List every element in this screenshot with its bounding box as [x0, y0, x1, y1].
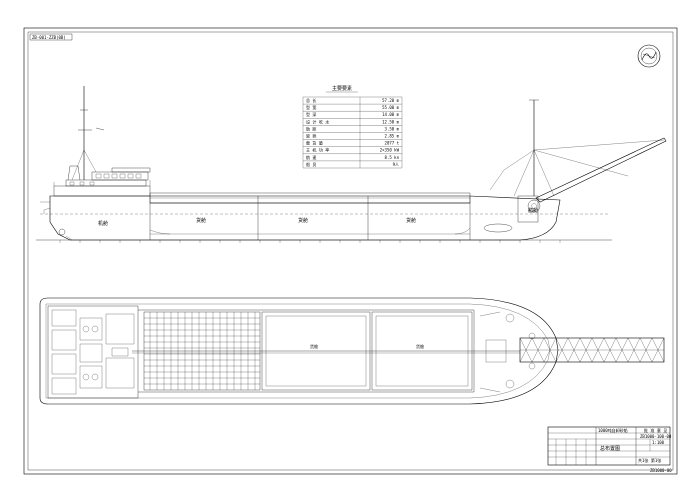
aft-accommodation [47, 305, 139, 399]
particular-label: 型 宽 [306, 104, 316, 110]
particular-value: 2×350 kW [380, 148, 400, 153]
title-block: 1000吨自卸砂船 批 准 意 见 ZB1000-100-00 总布置图 共1张… [547, 426, 672, 473]
outer-frame [23, 27, 678, 475]
hatch-covers [143, 311, 261, 391]
sheet-count: 共1张 第1张 [638, 457, 661, 463]
compartment-label: 货舱 [406, 217, 416, 224]
scale-note: 1:100 [652, 440, 665, 445]
particular-label: 肋 距 [306, 125, 316, 131]
compartment-label: 机舱 [98, 220, 108, 227]
boom-truss [519, 337, 665, 363]
company-seal-icon [637, 44, 661, 68]
bow-crane [483, 99, 667, 233]
compartment-label: 货舱 [416, 343, 424, 349]
compartment-label: 货舱 [310, 343, 318, 349]
particular-label: 船 员 [306, 161, 316, 167]
particular-value: 12.50 m [382, 119, 399, 124]
hull-profile [49, 195, 561, 241]
frame-ticks [59, 240, 561, 243]
particular-label: 设 计 吃 水 [306, 118, 329, 124]
approval-label: 批 准 意 见 [644, 427, 667, 433]
aft-superstructure [40, 86, 151, 241]
particular-value: 2077 t [385, 141, 400, 146]
particular-label: 主 机 功 率 [306, 147, 329, 153]
table-title: 主要要素 [332, 85, 352, 92]
compartment-label: 艏舱 [528, 207, 538, 214]
corner-tag-text: ZB-001-ZZB(0B) [32, 35, 66, 40]
side-elevation: 机舱 货舱 货舱 货舱 艏舱 [36, 86, 667, 243]
compartment-label: 货舱 [196, 217, 206, 224]
corner-tag: ZB-001-ZZB(0B) [29, 33, 73, 41]
particular-label: 载 货 量 [306, 140, 323, 146]
drawing-number: ZB1000-100-00 [640, 434, 672, 439]
deck-plan: 货舱 货舱 [39, 297, 665, 405]
particular-value: 2.85 m [385, 134, 400, 139]
particular-value: 9人 [393, 162, 399, 167]
particular-value: 57.20 m [382, 98, 399, 103]
particular-label: 航 速 [306, 154, 316, 160]
footer-code: ZB1000-00 [650, 468, 672, 473]
particulars-table: 主要要素 总 长 57.20 m 型 宽 55.00 m 型 深 14.00 m 设 计 吃… [302, 85, 403, 169]
project-name: 1000吨自卸砂船 [598, 427, 628, 433]
compartment-label: 货舱 [298, 217, 308, 224]
drawing-name: 总布置图 [600, 445, 620, 452]
discharge-boom [535, 137, 667, 203]
particular-label: 总 长 [306, 97, 316, 103]
particular-value: 8.5 kn [385, 155, 400, 160]
particular-value: 55.00 m [382, 105, 399, 110]
inner-frame [27, 31, 674, 471]
bow-area [473, 310, 536, 393]
particular-label: 梁 拱 [306, 133, 316, 139]
particular-label: 型 深 [306, 111, 316, 117]
plan-hull-outline [39, 297, 559, 405]
particular-value: 14.00 m [382, 112, 399, 117]
particular-value: 3.50 m [385, 126, 400, 131]
